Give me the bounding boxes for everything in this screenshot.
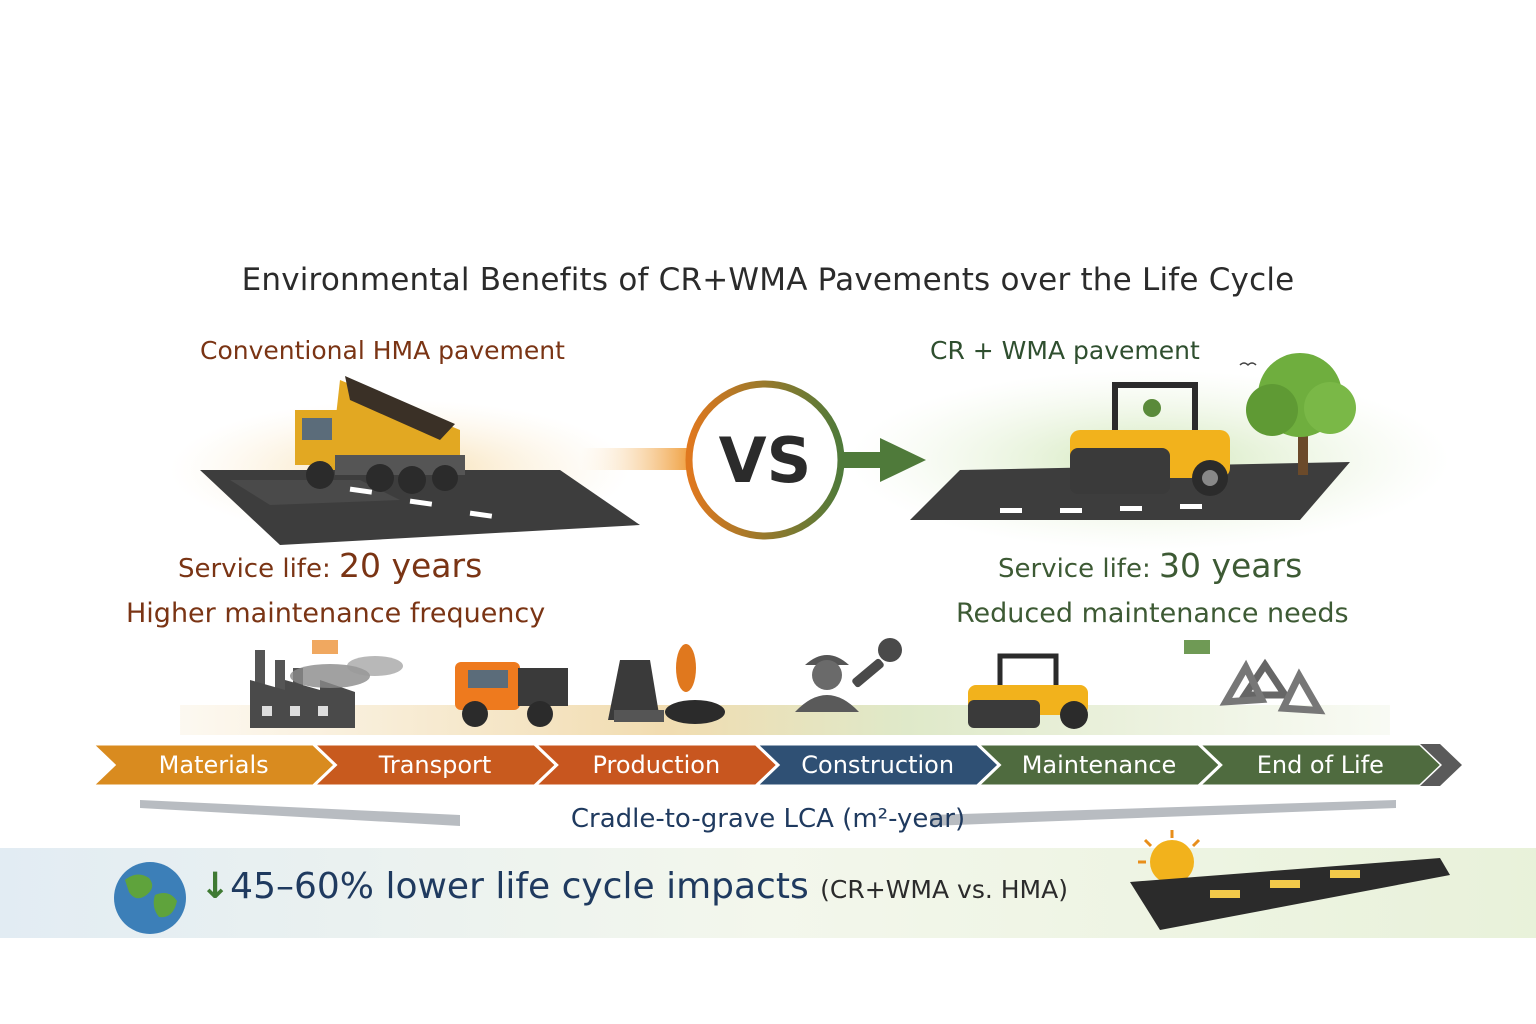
crwma-service-value: 30 years: [1158, 546, 1303, 585]
vs-badge: VS: [685, 380, 926, 540]
summary-note: (CR+WMA vs. HMA): [820, 875, 1068, 904]
summary-statement: ↓45–60% lower life cycle impacts (CR+WMA…: [200, 866, 1068, 907]
asphalt-plant-icon: [608, 644, 725, 724]
hma-label: Conventional HMA pavement: [200, 336, 565, 365]
vs-text: VS: [719, 424, 812, 497]
summary-text: lower life cycle impacts: [385, 866, 809, 907]
stage-label-5: End of Life: [1257, 751, 1384, 779]
small-roller-icon: [968, 653, 1088, 729]
stage-end-tip: [1420, 744, 1462, 786]
factory-icon: [250, 650, 403, 728]
crwma-service-prefix: Service life:: [998, 554, 1151, 584]
crwma-label: CR + WMA pavement: [930, 336, 1200, 365]
stage-label-1: Transport: [378, 751, 492, 779]
road-roller-icon: [1070, 382, 1230, 496]
dump-truck-icon: [295, 376, 465, 494]
stage-label-4: Maintenance: [1022, 751, 1177, 779]
stage-label-3: Construction: [801, 751, 954, 779]
recycle-icon: [1219, 658, 1326, 715]
stage-label-0: Materials: [159, 751, 269, 779]
crwma-service-life: Service life: 30 years: [998, 546, 1302, 585]
worker-wrench-icon: [795, 638, 902, 712]
truck-icon: [455, 662, 568, 727]
summary-percent: 45–60%: [230, 866, 374, 907]
hma-service-value: 20 years: [338, 546, 483, 585]
left-road: [200, 470, 640, 545]
lca-label: Cradle-to-grave LCA (m²-year): [570, 804, 966, 834]
tree-icon: [1246, 353, 1356, 475]
stage-label-2: Production: [592, 751, 720, 779]
hma-service-prefix: Service life:: [178, 554, 331, 584]
down-arrow-icon: ↓: [200, 866, 231, 907]
crwma-maintenance: Reduced maintenance needs: [956, 598, 1349, 629]
life-cycle-stages: Materials Transport Production Construction…: [88, 742, 1462, 788]
globe-icon: [114, 862, 186, 934]
hma-maintenance: Higher maintenance frequency: [126, 598, 546, 629]
sun-icon: [1138, 830, 1201, 884]
page-title: Environmental Benefits of CR+WMA Pavemen…: [241, 262, 1295, 298]
hma-service-life: Service life: 20 years: [178, 546, 482, 585]
bottom-road: [1130, 858, 1450, 930]
